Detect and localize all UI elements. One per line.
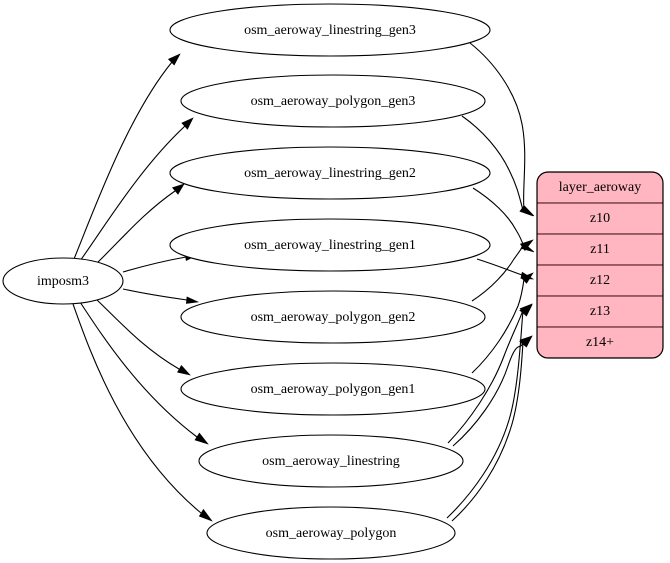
node-linestring-label: osm_aeroway_linestring — [262, 454, 400, 469]
edge-polygon-gen2-to-z11 — [471, 239, 534, 302]
edge-imposm3-to-linestring-gen3 — [73, 53, 181, 260]
node-osm_aeroway_linestring_gen2[interactable]: osm_aeroway_linestring_gen2 — [169, 146, 491, 200]
node-osm_aeroway_linestring_gen3[interactable]: osm_aeroway_linestring_gen3 — [169, 3, 491, 57]
node-imposm3-shape[interactable] — [2, 257, 124, 305]
edge-imposm3-to-polygon-gen1 — [95, 298, 191, 376]
node-linestring-gen1-label: osm_aeroway_linestring_gen1 — [244, 238, 416, 253]
node-layer_aeroway-table[interactable]: layer_aeroway z10 z11 z12 z13 z14+ — [536, 171, 664, 359]
table-row-z12[interactable] — [537, 264, 663, 297]
edge-group-tables-to-layer — [446, 42, 535, 522]
table-row-z14-label: z14+ — [586, 335, 614, 350]
table-row-z10-label: z10 — [590, 211, 610, 226]
node-linestring-gen2-shape[interactable] — [169, 146, 491, 200]
node-polygon-gen1-shape[interactable] — [180, 362, 486, 416]
edge-polygon-gen1-to-z12 — [471, 272, 534, 374]
node-osm_aeroway_polygon_gen1[interactable]: osm_aeroway_polygon_gen1 — [180, 362, 486, 416]
node-imposm3-label: imposm3 — [37, 274, 89, 289]
node-polygon-gen2-shape[interactable] — [180, 290, 486, 344]
edge-imposm3-to-polygon-gen3 — [79, 117, 194, 262]
edge-imposm3-to-polygon-gen2 — [122, 288, 200, 304]
table-row-z10[interactable] — [537, 202, 663, 235]
node-osm_aeroway_linestring_gen1[interactable]: osm_aeroway_linestring_gen1 — [169, 218, 491, 272]
node-linestring-gen3-shape[interactable] — [169, 3, 491, 57]
edge-polygon-to-z13 — [446, 304, 533, 519]
node-osm_aeroway_polygon_gen2[interactable]: osm_aeroway_polygon_gen2 — [180, 290, 486, 344]
node-polygon-shape[interactable] — [206, 506, 456, 560]
node-polygon-gen3-shape[interactable] — [180, 74, 486, 128]
node-osm_aeroway_polygon[interactable]: osm_aeroway_polygon — [206, 506, 456, 560]
table-header-label: layer_aeroway — [559, 180, 641, 195]
table-row-z14[interactable] — [537, 326, 663, 358]
node-linestring-gen3-label: osm_aeroway_linestring_gen3 — [244, 23, 416, 38]
edge-group-source-to-tables — [72, 53, 213, 522]
table-row-z12-label: z12 — [590, 273, 610, 288]
node-imposm3[interactable]: imposm3 — [2, 257, 124, 305]
node-polygon-label: osm_aeroway_polygon — [266, 526, 397, 541]
node-polygon-gen2-label: osm_aeroway_polygon_gen2 — [251, 310, 416, 325]
node-linestring-gen1-shape[interactable] — [169, 218, 491, 272]
node-osm_aeroway_linestring[interactable]: osm_aeroway_linestring — [198, 434, 464, 488]
edge-polygon-gen3-to-z10 — [461, 115, 534, 217]
table-row-z13[interactable] — [537, 295, 663, 328]
edge-imposm3-to-linestring — [79, 301, 209, 445]
edge-imposm3-to-linestring-gen2 — [95, 183, 185, 265]
node-polygon-gen1-label: osm_aeroway_polygon_gen1 — [251, 382, 416, 397]
edge-imposm3-to-polygon — [72, 303, 213, 522]
edge-polygon-to-z14 — [451, 335, 533, 522]
node-osm_aeroway_polygon_gen3[interactable]: osm_aeroway_polygon_gen3 — [180, 74, 486, 128]
table-outer-border — [536, 171, 664, 359]
table-row-z11-label: z11 — [590, 242, 610, 257]
node-linestring-shape[interactable] — [198, 434, 464, 488]
node-polygon-gen3-label: osm_aeroway_polygon_gen3 — [251, 94, 416, 109]
node-linestring-gen2-label: osm_aeroway_linestring_gen2 — [244, 166, 416, 181]
table-row-z11[interactable] — [537, 233, 663, 266]
table-row-z13-label: z13 — [590, 304, 610, 319]
